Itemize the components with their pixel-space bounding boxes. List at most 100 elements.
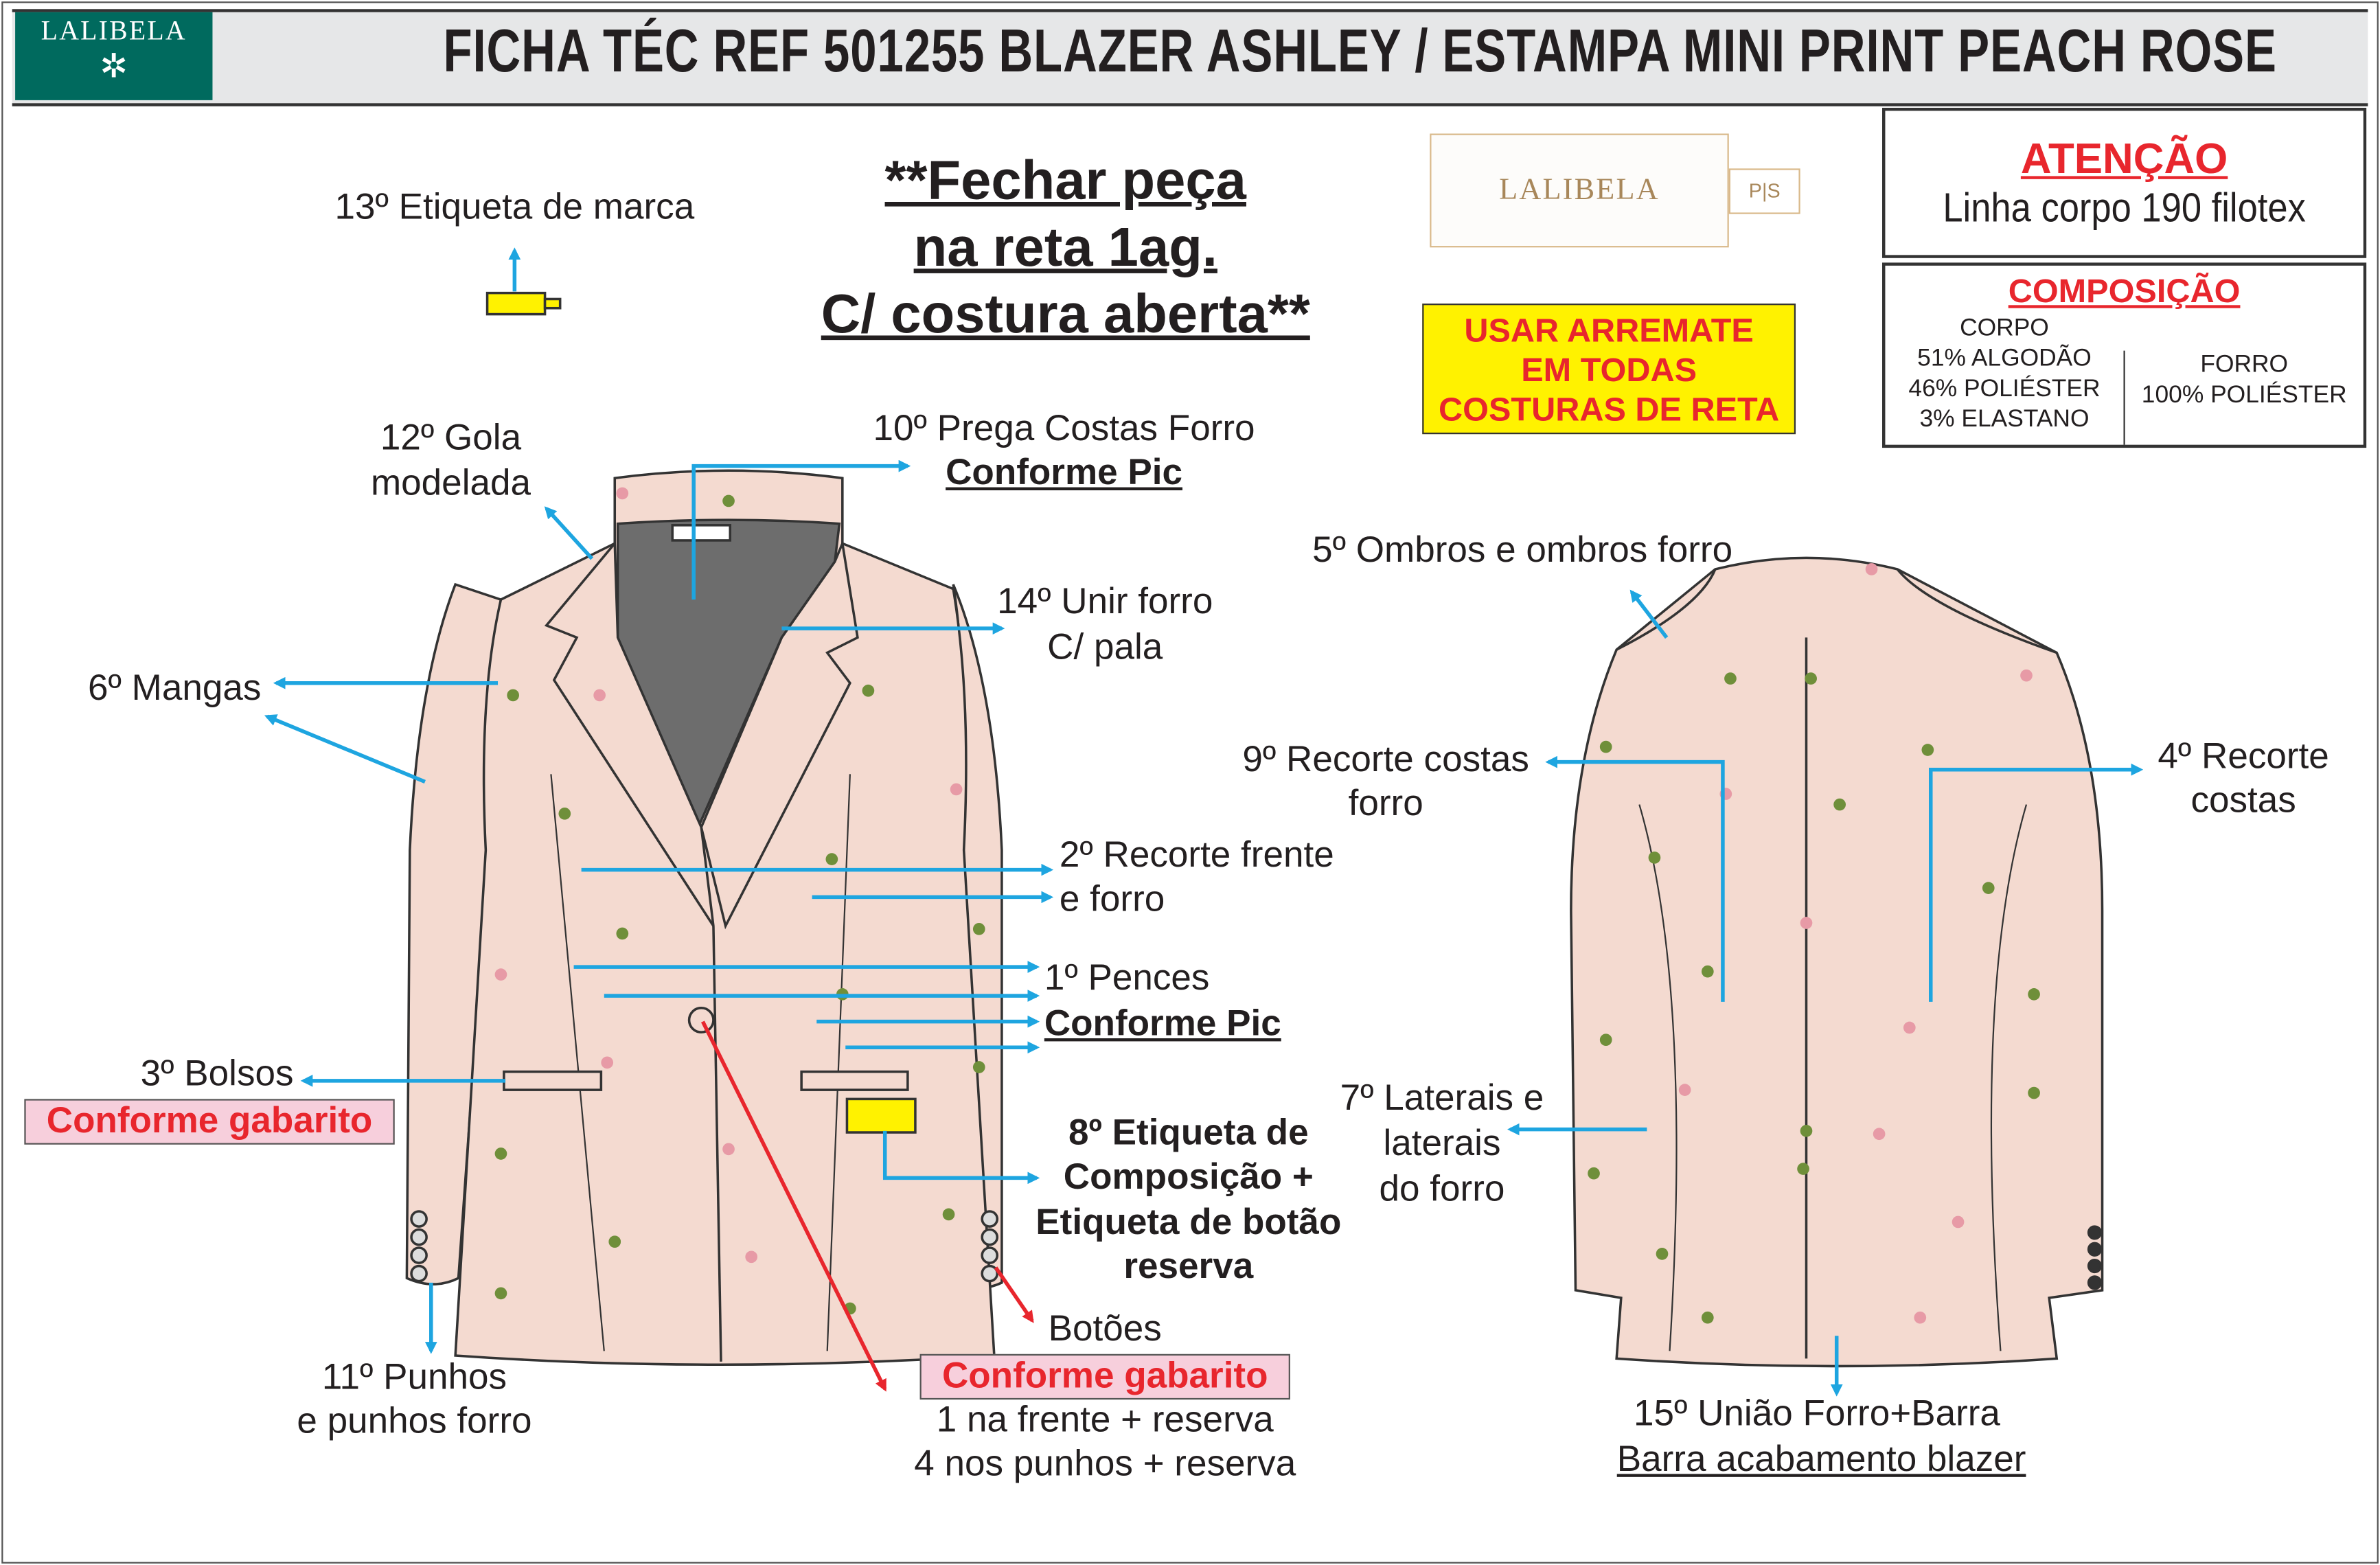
bee-icon: ✲ [100, 47, 128, 85]
flower-motif [745, 1250, 758, 1264]
flower-motif [1914, 1311, 1927, 1324]
step-15-ref: Barra acabamento blazer [1616, 1439, 2026, 1481]
step-1-ref: Conforme Pic [1044, 1003, 1281, 1044]
flower-motif [494, 1147, 507, 1160]
flower-motif [1724, 672, 1737, 685]
step-4-label: 4º Recorte [2158, 736, 2329, 777]
flower-motif [608, 1235, 621, 1248]
flower-motif [1678, 1084, 1691, 1096]
composition-box: COMPOSIÇÃO CORPO 51% ALGODÃO 46% POLIÉST… [1882, 262, 2367, 448]
callout-arrows [264, 247, 2144, 1397]
back-body [1570, 556, 2104, 1368]
step-6-label: 6º Mangas [88, 667, 262, 709]
flower-motif [593, 689, 606, 702]
lining-title: FORRO [2200, 352, 2289, 378]
step-8-label: 8º Etiqueta de [1068, 1112, 1309, 1154]
flower-motif [1797, 1163, 1809, 1175]
flower-motif [2020, 669, 2033, 682]
flower-motif [1833, 798, 1846, 811]
arrow-5 [1629, 589, 1669, 639]
back-view [1570, 556, 2104, 1368]
flower-motif [1648, 852, 1661, 864]
center-front-line [712, 926, 722, 1362]
body-fiber: 3% ELASTANO [1919, 407, 2090, 433]
flower-motif [616, 487, 629, 500]
arrow-front-button [700, 1020, 887, 1392]
front-left-lapel [544, 540, 715, 927]
step-2-label-2: e forro [1059, 878, 1165, 920]
buttons-cuffs: 4 nos punhos + reserva [914, 1443, 1296, 1485]
warning-line-1: USAR ARREMATE [1464, 311, 1754, 350]
flower-motif [1588, 1167, 1600, 1180]
warning-line-3: COSTURAS DE RETA [1439, 390, 1780, 429]
step-10-ref: Conforme Pic [946, 452, 1183, 494]
flower-motif [2028, 1086, 2040, 1099]
front-view [405, 291, 1003, 1366]
composition-divider [2123, 350, 2125, 445]
flower-motif [2028, 988, 2040, 1001]
buttons-ref: Conforme gabarito [919, 1353, 1290, 1400]
arrow-4 [1928, 763, 2144, 1002]
flower-motif [1800, 1124, 1813, 1137]
front-lining [616, 518, 841, 831]
front-button [687, 1007, 715, 1033]
flower-motif [1805, 672, 1817, 685]
step-4-label-2: costas [2190, 780, 2296, 821]
warning-line-2: EM TODAS [1521, 350, 1697, 389]
brand-label: LALIBELA [1430, 133, 1729, 248]
flower-motif [494, 1287, 507, 1300]
arrow-12 [544, 506, 594, 560]
step-12-label: 12º Gola [380, 417, 522, 459]
flower-motif [942, 1208, 955, 1221]
arrow-6b [264, 714, 426, 784]
flower-motif [862, 684, 875, 697]
header-bar [12, 9, 2368, 106]
flower-motif [507, 689, 519, 702]
brand-name: LALIBELA [41, 15, 187, 46]
flower-motif [1903, 1021, 1916, 1034]
flower-motif [1800, 917, 1813, 929]
size-label: P|S [1728, 168, 1800, 214]
flower-motif [1701, 965, 1714, 978]
note-line-1: **Fechar peça [884, 148, 1246, 212]
flower-motif [972, 922, 985, 935]
floral-print [494, 487, 2040, 1324]
step-2-label: 2º Recorte frente [1059, 834, 1334, 876]
step-7-label-2: laterais [1383, 1123, 1501, 1165]
step-14-label-2: C/ pala [1047, 626, 1163, 668]
flower-motif [1701, 1311, 1714, 1324]
flower-motif [1982, 882, 1995, 894]
page-title: FICHA TÉC REF 501255 BLAZER ASHLEY / EST… [443, 18, 2277, 85]
attention-text: Linha corpo 190 filotex [1943, 185, 2306, 231]
attention-title: ATENÇÃO [2020, 135, 2228, 183]
composition-body: CORPO 51% ALGODÃO 46% POLIÉSTER 3% ELAST… [1885, 315, 2123, 436]
step-14-label: 14º Unir forro [997, 581, 1213, 623]
step-5-label: 5º Ombros e ombros forro [1312, 529, 1733, 571]
buttons-label: Botões [1048, 1308, 1162, 1350]
warning-box: USAR ARREMATE EM TODAS COSTURAS DE RETA [1422, 304, 1796, 435]
step-10-label: 10º Prega Costas Forro [873, 408, 1255, 450]
brand-tag [485, 291, 547, 316]
left-pocket [503, 1070, 603, 1091]
cuff-buttons [410, 1210, 999, 1283]
step-8-label-3: Etiqueta de botão [1035, 1202, 1342, 1244]
flower-motif [1873, 1128, 1886, 1141]
body-fiber: 51% ALGODÃO [1917, 345, 2092, 372]
step-8-label-4: reserva [1123, 1246, 1254, 1288]
composition-title: COMPOSIÇÃO [2008, 271, 2241, 310]
composition-lining: FORRO 100% POLIÉSTER [2125, 351, 2364, 411]
flower-motif [1865, 563, 1878, 575]
step-7-label-3: do forro [1379, 1169, 1505, 1210]
note-line-2: na reta 1ag. [913, 215, 1217, 278]
step-13-label: 13º Etiqueta de marca [334, 186, 695, 228]
step-3-ref: Conforme gabarito [24, 1099, 395, 1145]
body-title: CORPO [1960, 315, 2049, 342]
neck-tag [671, 524, 732, 542]
flower-motif [1656, 1248, 1669, 1260]
size-label-text: P|S [1748, 179, 1781, 202]
back-collar [1616, 568, 2057, 654]
brand-logo: LALIBELA ✲ [15, 12, 213, 100]
